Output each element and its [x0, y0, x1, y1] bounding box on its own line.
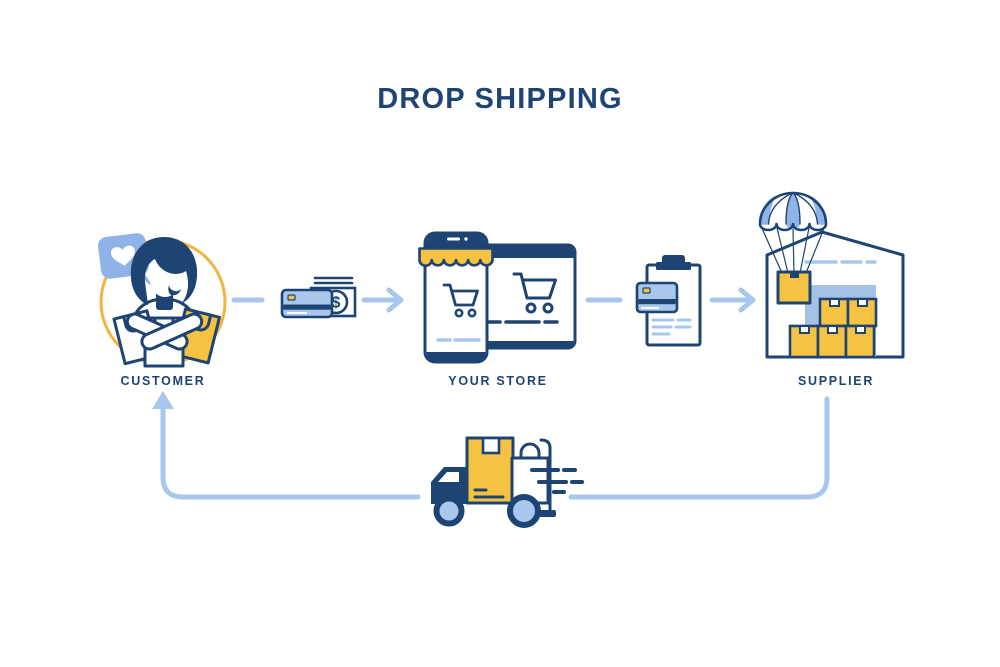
parachute-box — [776, 270, 812, 305]
arrow-order-to-supplier — [709, 287, 756, 313]
parachute-delivery — [758, 191, 828, 305]
speed-dashes — [530, 468, 584, 494]
box — [816, 324, 848, 359]
storefront-phone-and-browser-icon — [418, 231, 577, 364]
parachute-canopy — [758, 191, 828, 232]
return-loop-supplier-to-customer — [152, 391, 830, 500]
phone-bottom — [426, 352, 486, 362]
box — [844, 324, 876, 359]
phone-cart-icon — [442, 283, 479, 318]
hair — [130, 237, 198, 305]
turtleneck — [156, 292, 173, 310]
box — [818, 297, 850, 328]
supplier-label: SUPPLIER — [797, 374, 875, 388]
loop-arrowhead — [152, 391, 174, 409]
warehouse-with-parachute-illustration — [758, 191, 905, 359]
package-tape — [481, 436, 501, 455]
clipboard-text-dashes — [651, 318, 692, 336]
parachute-strings — [760, 225, 826, 274]
clipboard-with-credit-card-icon — [635, 255, 702, 347]
phone-speaker — [447, 237, 460, 241]
mouth — [168, 285, 181, 296]
truck-package — [465, 436, 515, 505]
arms — [125, 312, 204, 351]
page-title: DROP SHIPPING — [377, 83, 623, 115]
delivery-truck-icon — [431, 436, 584, 528]
box — [846, 297, 878, 328]
phone-camera — [464, 237, 468, 241]
credit-card — [280, 288, 334, 319]
storefront-phone — [418, 231, 494, 364]
stacked-boxes — [788, 297, 878, 359]
box — [788, 324, 820, 359]
dollar-sign: $ — [332, 295, 341, 312]
truck-wheels — [433, 494, 541, 528]
phone-top — [426, 234, 486, 249]
truck-cab — [431, 467, 467, 504]
customer-label: CUSTOMER — [120, 374, 206, 388]
store-label: YOUR STORE — [448, 374, 548, 388]
credit-card-and-cash-icon: $ — [280, 276, 357, 319]
customer-illustration — [98, 233, 227, 368]
cab-window — [438, 472, 459, 482]
awning — [418, 247, 494, 268]
order-credit-card — [635, 281, 679, 314]
browser-cart-icon — [512, 272, 557, 314]
arrow-payment-to-store — [361, 287, 404, 313]
